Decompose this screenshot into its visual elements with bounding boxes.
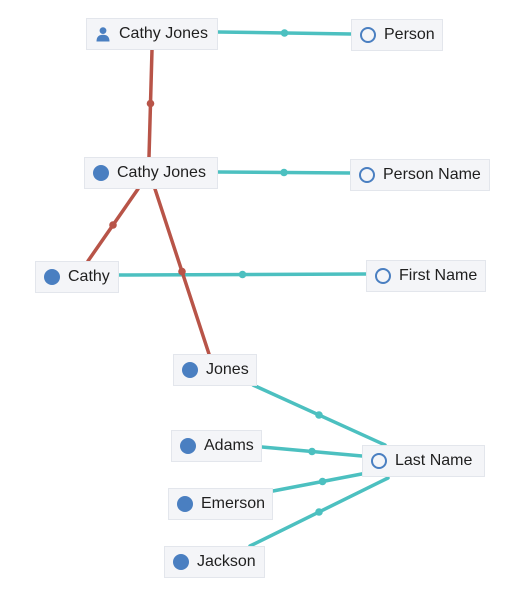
node-first-name-type[interactable]: First Name — [366, 260, 486, 292]
node-label: Cathy Jones — [119, 25, 208, 42]
node-label: Emerson — [201, 495, 266, 512]
person-icon — [96, 27, 110, 42]
edge-midpoint-marker — [178, 267, 186, 276]
node-person-type[interactable]: Person — [351, 19, 443, 51]
node-person-name-type[interactable]: Person Name — [350, 159, 490, 191]
ring-icon — [360, 27, 376, 43]
node-last-name-type[interactable]: Last Name — [362, 445, 485, 477]
edge-midpoint-marker — [280, 168, 288, 177]
node-cathy-jones-person[interactable]: Cathy Jones — [86, 18, 218, 50]
node-label: Person Name — [383, 166, 481, 183]
filled-dot-icon — [182, 362, 198, 378]
edge-midpoint-marker — [238, 270, 247, 279]
ring-icon — [375, 268, 391, 284]
filled-dot-icon — [177, 496, 193, 512]
ring-icon — [371, 453, 387, 469]
edge-midpoint-marker — [315, 411, 323, 419]
edge-midpoint-marker — [146, 99, 155, 108]
node-cathy[interactable]: Cathy — [35, 261, 119, 293]
node-label: Person — [384, 26, 435, 43]
filled-dot-icon — [180, 438, 196, 454]
node-label: Cathy Jones — [117, 164, 206, 181]
node-cathy-jones-name[interactable]: Cathy Jones — [84, 157, 218, 189]
edge-midpoint-marker — [280, 29, 289, 37]
ring-icon — [359, 167, 375, 183]
node-adams[interactable]: Adams — [171, 430, 262, 462]
node-label: First Name — [399, 267, 478, 284]
node-label: Cathy — [68, 268, 110, 285]
node-label: Jones — [206, 361, 249, 378]
node-jackson[interactable]: Jackson — [164, 546, 265, 578]
edge-midpoint-marker — [308, 447, 316, 456]
edge-midpoint-marker — [315, 508, 323, 516]
node-label: Last Name — [395, 452, 473, 469]
filled-dot-icon — [93, 165, 109, 181]
edge-midpoint-marker — [109, 221, 117, 229]
node-emerson[interactable]: Emerson — [168, 488, 273, 520]
filled-dot-icon — [173, 554, 189, 570]
filled-dot-icon — [44, 269, 60, 285]
edge-midpoint-marker — [318, 477, 327, 486]
node-jones[interactable]: Jones — [173, 354, 257, 386]
node-label: Adams — [204, 437, 254, 454]
node-label: Jackson — [197, 553, 256, 570]
